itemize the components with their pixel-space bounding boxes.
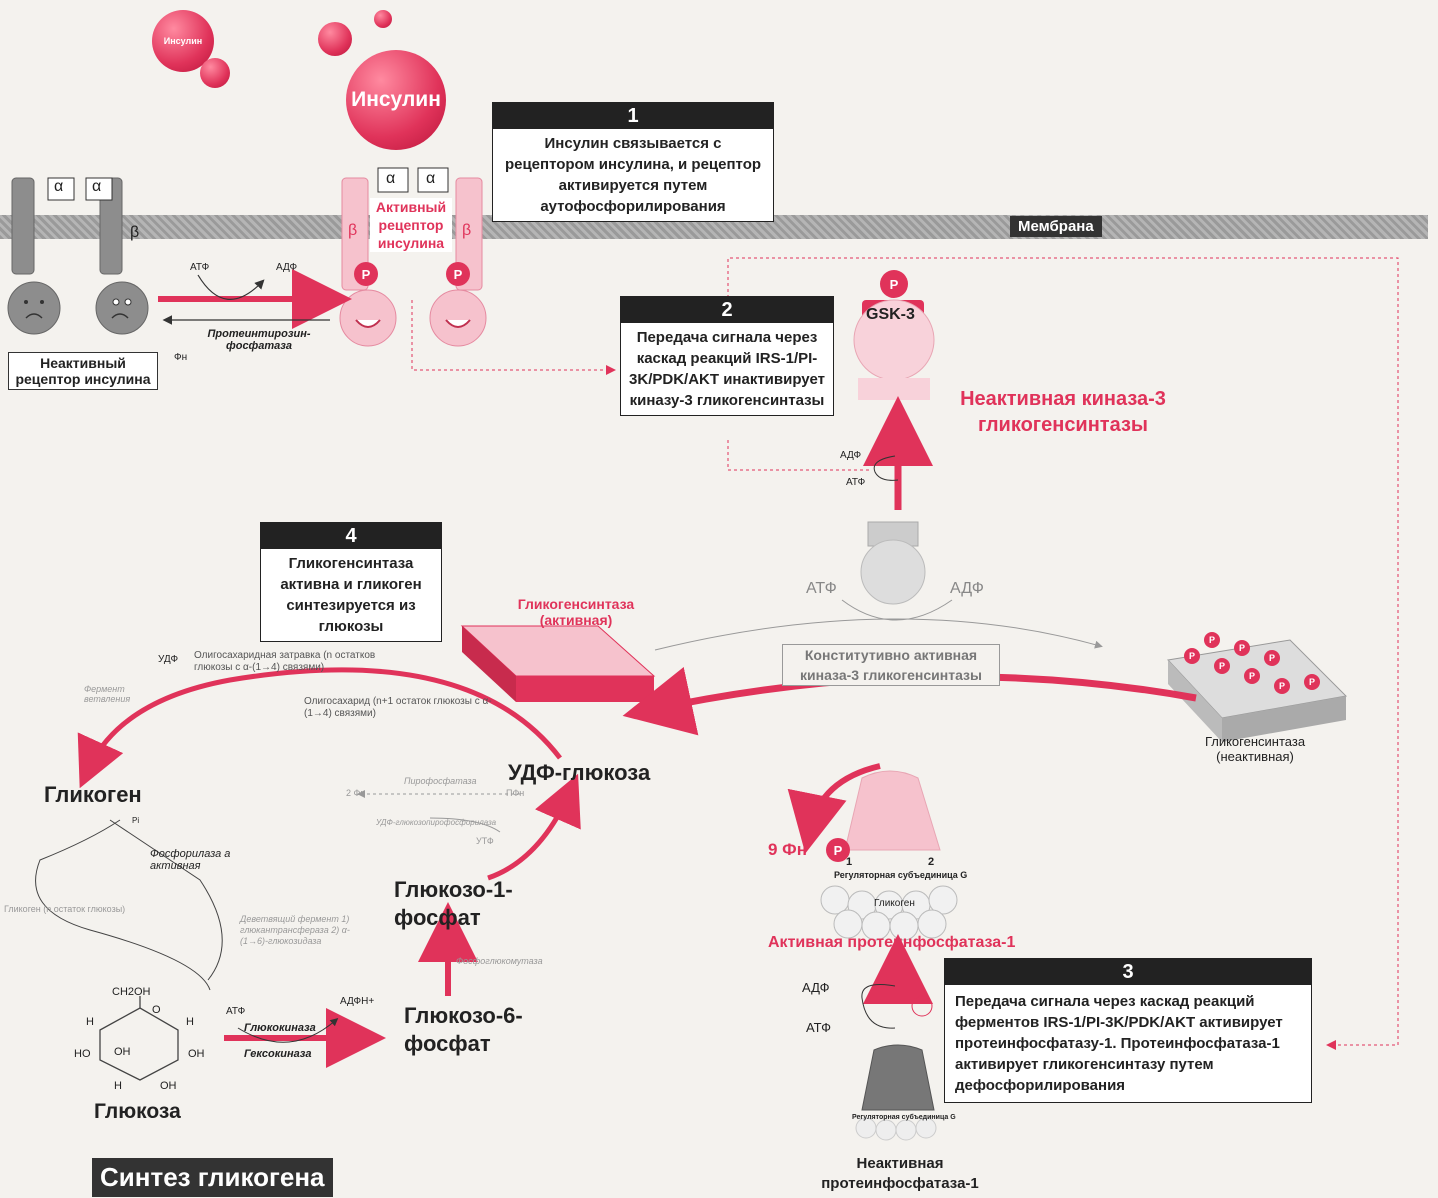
glucose-6-phosphate-label: Глюкозо-6-фосфат bbox=[404, 1003, 523, 1056]
pp1-inactive-figure bbox=[855, 1044, 937, 1141]
phosphatase-label: Протеинтирозин-фосфатаза bbox=[207, 328, 311, 352]
receptor-atp: АТФ bbox=[190, 262, 210, 273]
glucose-h1: H bbox=[86, 1016, 94, 1028]
glycogen-label: Гликоген bbox=[44, 782, 142, 807]
glucose-ring bbox=[99, 996, 179, 1081]
pp1-glycogen-label: Гликоген bbox=[874, 898, 915, 909]
ppn-label: ПФн bbox=[506, 788, 525, 798]
glucose-oh3: OH bbox=[160, 1080, 177, 1092]
glucokinase-atp: АТФ bbox=[226, 1006, 246, 1017]
insulin-molecule-tiny-3 bbox=[374, 10, 392, 28]
gsk3-label: GSK-3 bbox=[866, 306, 915, 323]
glucokinase-label: Глюкокиназа bbox=[244, 1022, 316, 1034]
glycogen-synthase-active bbox=[460, 625, 656, 702]
gsk3-inactive-figure bbox=[853, 299, 935, 400]
phospho-dot-5: P bbox=[1304, 674, 1320, 690]
insulin-molecule-tiny bbox=[200, 58, 230, 88]
glucose-o: O bbox=[152, 1004, 161, 1016]
gsk3-active-figure bbox=[860, 521, 926, 605]
debranching-label: Деветвящий фермент 1) глюкантрансфераза … bbox=[240, 914, 350, 946]
pp1-site-2: 2 bbox=[928, 856, 935, 868]
pyrophosphatase-label: Пирофосфатаза bbox=[404, 776, 477, 786]
pp1-inactive-label: Неактивная протеинфосфатаза-1 bbox=[821, 1155, 979, 1192]
phospho-badge-1: P bbox=[354, 262, 378, 286]
glucose-label: Глюкоза bbox=[94, 1100, 181, 1123]
glucose-ho: HO bbox=[74, 1048, 91, 1060]
insulin-molecule: Инсулин bbox=[346, 50, 446, 150]
pp1-active-label: Активная протеинфосфатаза-1 bbox=[768, 934, 1016, 951]
phosphorylase-label: Фосфорилаза а активная bbox=[150, 848, 231, 872]
oligo-n1-label: Олигосахарид (n+1 остаток глюкозы с α-(1… bbox=[304, 696, 492, 719]
phospho-dot-3: P bbox=[1244, 668, 1260, 684]
branching-enzyme-label: Фермент ветвления bbox=[84, 684, 131, 704]
glucose-ch2oh: CH2OH bbox=[112, 986, 151, 998]
pp1-adp: АДФ bbox=[802, 980, 830, 995]
active-beta-2: β bbox=[462, 222, 472, 239]
gsk3-inactive-label: Неактивная киназа-3 гликогенсинтазы bbox=[960, 388, 1166, 436]
glycogen-synthase-active-label: Гликогенсинтаза (активная) bbox=[517, 596, 635, 628]
gsk3-constitutive-label: Конститутивно активная киназа-3 гликоген… bbox=[782, 644, 1000, 686]
pp1-site-1: 1 bbox=[846, 856, 853, 868]
receptor-adp: АДФ bbox=[276, 262, 298, 273]
two-pn-label: 2 Фн bbox=[346, 788, 366, 798]
pp1-atp: АТФ bbox=[806, 1020, 832, 1035]
active-beta-1: β bbox=[348, 222, 358, 239]
gsk3-constitutive-adp: АДФ bbox=[950, 580, 984, 597]
gsk3-constitutive-atp: АТФ bbox=[806, 580, 837, 597]
phospho-dot-8: P bbox=[1204, 632, 1220, 648]
phospho-badge-2: P bbox=[446, 262, 470, 286]
pp1-pn9: 9 Фн bbox=[768, 840, 807, 859]
active-receptor-label: Активный рецептор инсулина bbox=[370, 198, 452, 252]
alpha-subunit-1: α bbox=[54, 178, 64, 195]
glycogen-synthase-inactive-label: Гликогенсинтаза (неактивная) bbox=[1204, 734, 1306, 764]
glucose-h3: H bbox=[114, 1080, 122, 1092]
pp1-phospho: P bbox=[826, 838, 850, 862]
active-alpha-2: α bbox=[426, 170, 436, 187]
active-alpha-1: α bbox=[386, 170, 396, 187]
insulin-molecule-tiny-2 bbox=[318, 22, 352, 56]
active-receptor bbox=[339, 177, 487, 347]
diagram-title: Синтез гликогена bbox=[92, 1158, 333, 1197]
phosphoglucomutase-label: Фосфоглюкомутаза bbox=[456, 956, 543, 966]
phospho-dot-4: P bbox=[1274, 678, 1290, 694]
gsk3-phospho: P bbox=[880, 270, 908, 298]
pi-label: Pi bbox=[132, 816, 140, 825]
phospho-dot-6: P bbox=[1234, 640, 1250, 656]
inactive-receptor bbox=[7, 177, 149, 335]
beta-subunit: β bbox=[130, 224, 140, 241]
utp-label: УТФ bbox=[476, 836, 494, 846]
hexokinase-label: Гексокиназа bbox=[244, 1048, 312, 1060]
pp1-active-figure bbox=[820, 770, 958, 941]
alpha-subunit-2: α bbox=[92, 178, 102, 195]
phospho-dot-7: P bbox=[1264, 650, 1280, 666]
glucose-1-phosphate-label: Глюкозо-1-фосфат bbox=[394, 877, 513, 930]
gsk3-adp: АДФ bbox=[840, 450, 862, 461]
glucose-h2: H bbox=[186, 1016, 194, 1028]
glycogen-residue-label: Гликоген (n остаток глюкозы) bbox=[4, 904, 126, 914]
pp1-inactive-regulatory: Регуляторная субъединица G bbox=[852, 1114, 956, 1121]
gsk3-atp: АТФ bbox=[846, 477, 866, 488]
glucose-oh2: OH bbox=[188, 1048, 205, 1060]
udp-pyrophosphorylase-label: УДФ-глюкозопирофосфорилаза bbox=[376, 818, 497, 827]
phospho-dot-2: P bbox=[1214, 658, 1230, 674]
inactive-receptor-label: Неактивный рецептор инсулина bbox=[8, 352, 158, 390]
udf-label: УДФ bbox=[158, 654, 179, 665]
glucose-oh1: OH bbox=[114, 1046, 131, 1058]
glucokinase-adph: АДФН+ bbox=[340, 996, 375, 1007]
oligo-primer-label: Олигосахаридная затравка (n остатков глю… bbox=[194, 650, 376, 673]
pp1-regulatory-label: Регуляторная субъединица G bbox=[834, 870, 968, 880]
membrane-label: Мембрана bbox=[1010, 216, 1102, 237]
udp-glucose-label: УДФ-глюкоза bbox=[508, 760, 651, 785]
receptor-pn: Фн bbox=[174, 352, 188, 363]
phospho-dot-1: P bbox=[1184, 648, 1200, 664]
